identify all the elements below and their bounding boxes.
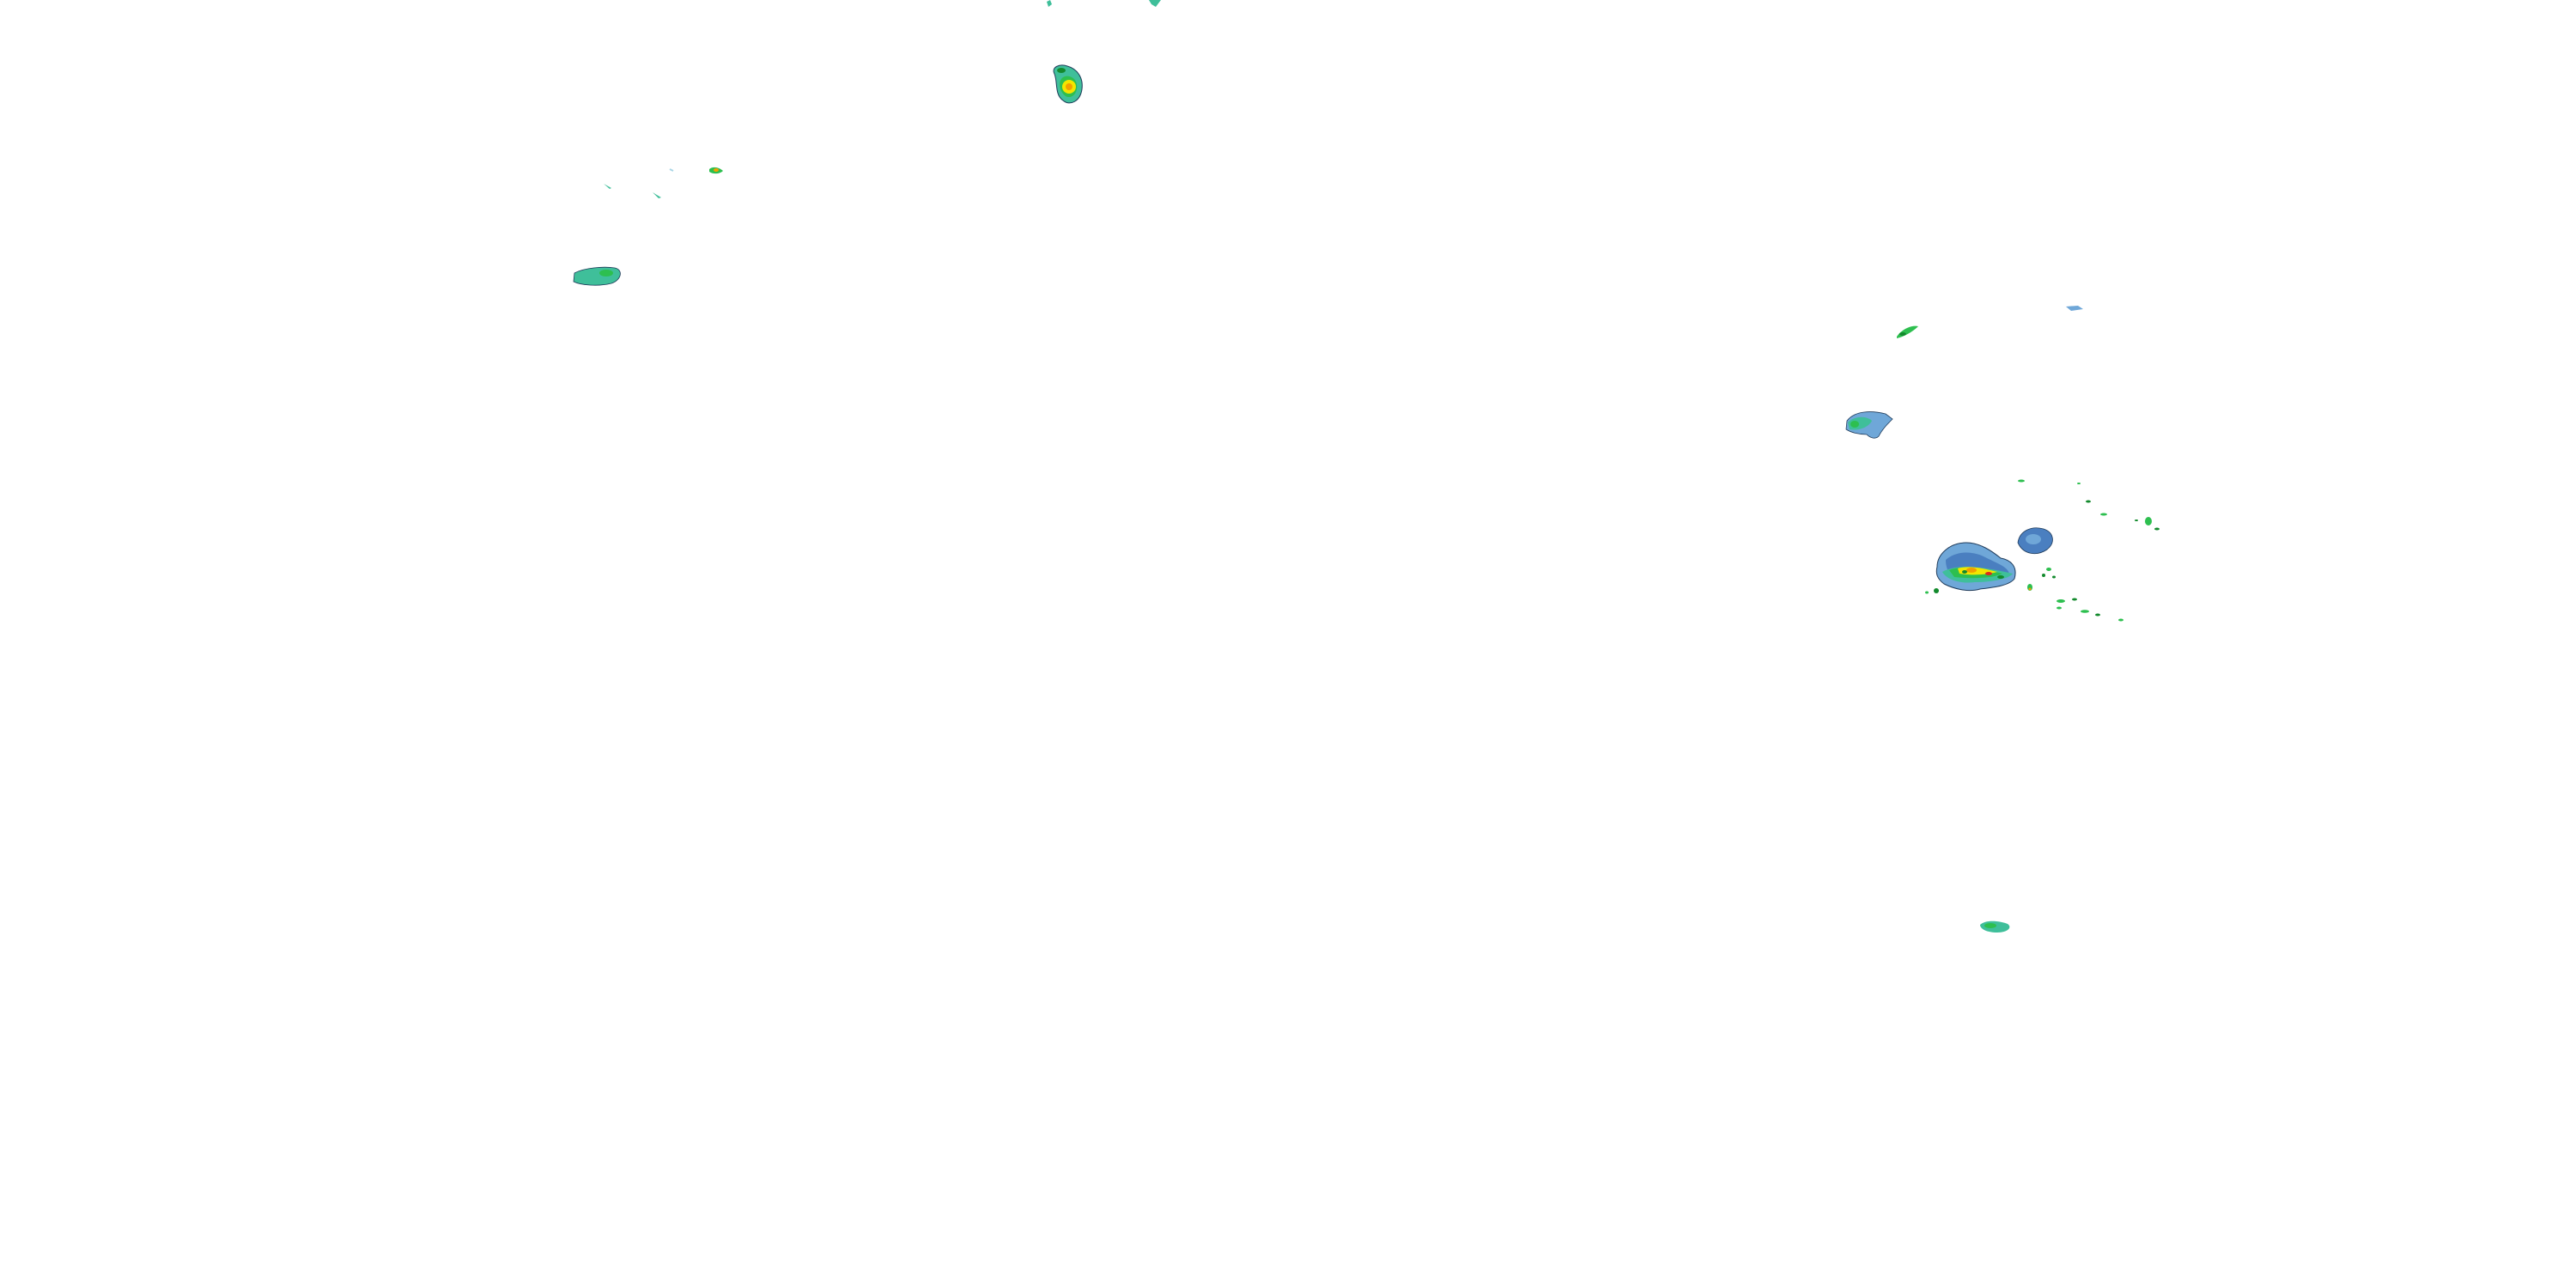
echo-cell-west-band [573, 266, 621, 286]
echo-cell-north-edge-1 [1047, 0, 1052, 7]
echo-cell-east-scatter [1925, 479, 2160, 622]
echo-cell-east-lobe [2017, 527, 2053, 555]
echo-cell-south [1980, 920, 2010, 933]
echo-cell-east-streak [1897, 325, 1918, 338]
echo-cell-east-cluster [1935, 542, 2016, 592]
echo-cell-west-small [709, 167, 723, 174]
echo-cell-north-edge-2 [1149, 0, 1161, 7]
echo-cell-west-streaks [604, 168, 674, 198]
echo-cell-east-speck [2066, 306, 2083, 311]
echo-cell-east-hook [1845, 411, 1893, 439]
echo-cell-north-convective [1053, 64, 1083, 104]
